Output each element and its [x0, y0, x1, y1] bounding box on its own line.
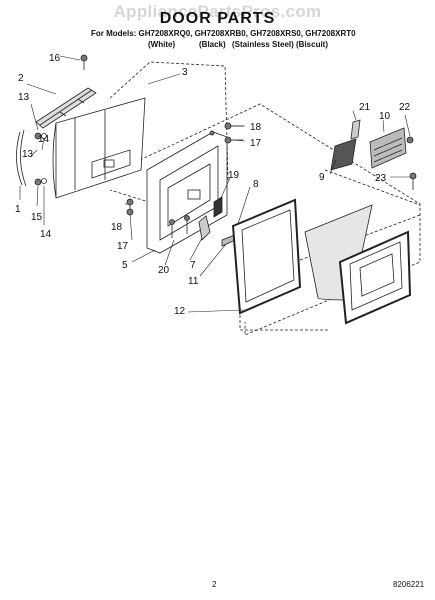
callout-13b: 13	[22, 149, 34, 160]
leader-lines	[19, 55, 411, 313]
callout-23: 23	[375, 173, 387, 184]
page-title: DOOR PARTS	[159, 10, 276, 27]
callout-8: 8	[253, 179, 259, 190]
watermark: AppliancePartsPros.com	[113, 2, 322, 21]
callout-20: 20	[158, 265, 170, 276]
callout-18a: 18	[250, 122, 262, 133]
callout-12: 12	[174, 306, 186, 317]
door-vent	[369, 127, 407, 169]
callout-18b: 18	[111, 222, 123, 233]
document-number: 8206221	[393, 580, 425, 589]
callout-labels: 2 16 3 13 14 13 1 15 14 18 17 19 8 18 17…	[15, 53, 411, 317]
page-number: 2	[212, 580, 217, 589]
callout-17a: 17	[250, 138, 262, 149]
callout-16: 16	[49, 53, 61, 64]
callout-13a: 13	[18, 92, 30, 103]
models-line: For Models: GH7208XRQ0, GH7208XRB0, GH72…	[91, 29, 356, 38]
screw-part-23	[409, 172, 417, 190]
color-label-biscuit: (Biscuit)	[296, 40, 328, 49]
hinge-screws	[169, 215, 190, 238]
inner-door-liner	[338, 230, 412, 325]
screw-part-22	[406, 136, 414, 144]
outer-door-panel	[52, 97, 146, 199]
vent-clip	[350, 119, 361, 140]
screw-part-16	[80, 54, 88, 70]
door-frame-group-outline	[139, 103, 421, 336]
callout-10: 10	[379, 111, 391, 122]
callout-2: 2	[18, 73, 24, 84]
vent-insulation	[330, 138, 357, 171]
callout-11: 11	[188, 276, 199, 287]
door-gasket	[231, 198, 302, 315]
color-label-black: (Black)	[199, 40, 226, 49]
callout-7: 7	[190, 260, 196, 271]
frame-screws	[126, 122, 243, 216]
side-bracket	[16, 129, 47, 187]
door-handle	[35, 87, 97, 129]
callout-14b: 14	[40, 229, 52, 240]
callout-14a: 14	[38, 134, 50, 145]
inner-door-frame	[146, 130, 228, 254]
callout-15: 15	[31, 212, 43, 223]
callout-21: 21	[359, 102, 371, 113]
color-label-stainless: (Stainless Steel)	[232, 40, 294, 49]
color-label-white: (White)	[148, 40, 176, 49]
callout-17b: 17	[117, 241, 129, 252]
latch-bracket	[213, 196, 223, 218]
callout-22: 22	[399, 102, 411, 113]
callout-1: 1	[15, 204, 21, 215]
callout-3: 3	[182, 67, 188, 78]
door-hinge	[198, 215, 211, 241]
callout-19: 19	[228, 170, 240, 181]
callout-5: 5	[122, 260, 128, 271]
callout-9: 9	[319, 172, 325, 183]
